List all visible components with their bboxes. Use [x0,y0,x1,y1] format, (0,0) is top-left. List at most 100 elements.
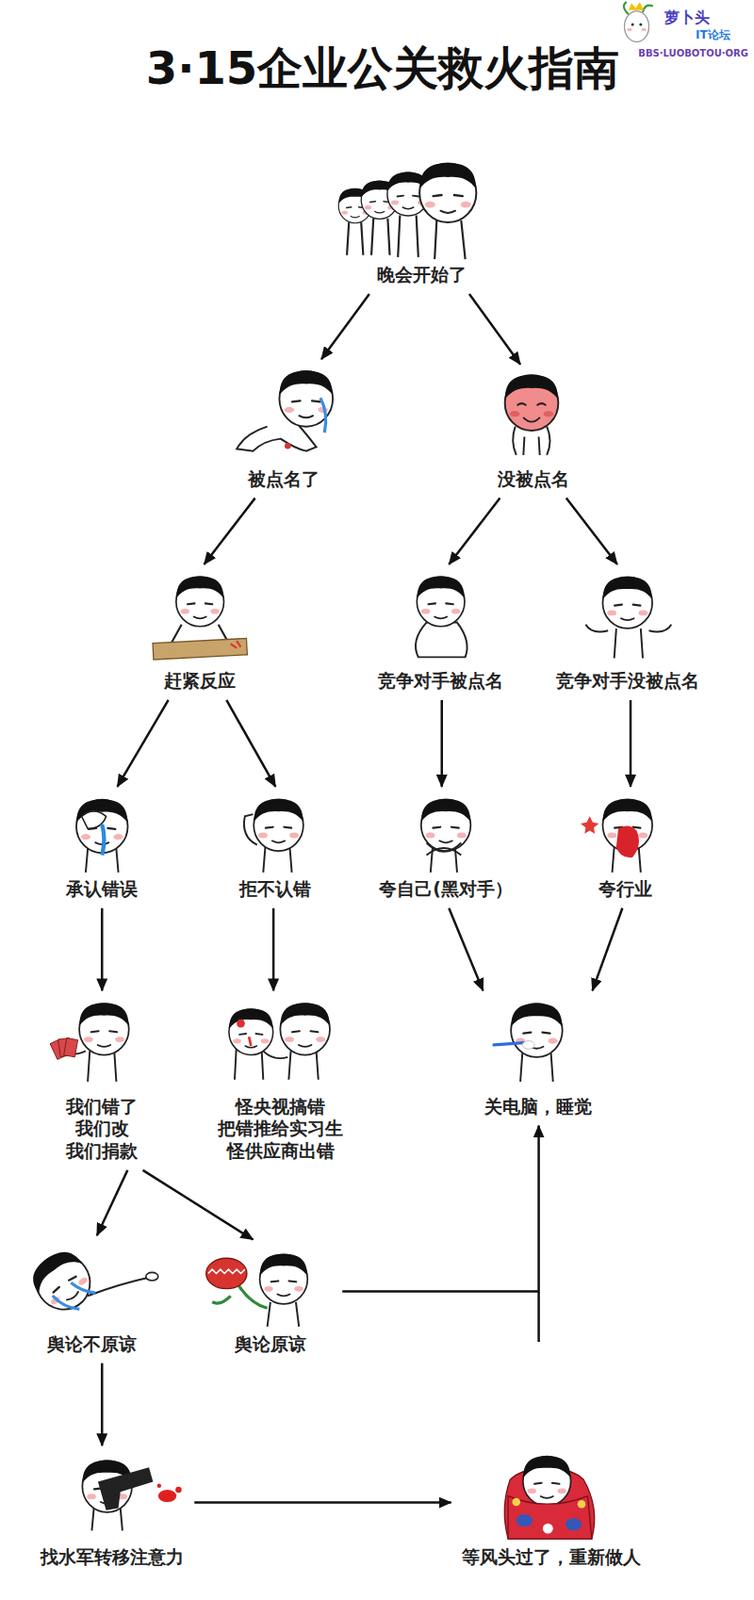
meme-face [24,1244,100,1321]
flow-arrow [440,700,443,787]
meme-node: 竞争对手没被点名 [551,567,705,696]
flexing-figure [244,799,304,873]
red-star [580,816,599,834]
wooden-board [152,638,247,660]
meme-face [260,1254,309,1305]
watermark-text: BBS·LUOBOTOU·ORG [638,48,749,60]
chart-title: 3·15企业公关救火指南 [146,41,620,97]
mascot-eye [639,22,642,26]
meme-node: 承认错误 [61,789,144,904]
flow-arrow [272,908,276,992]
meme-face [279,1003,330,1056]
smug-figure [505,375,559,456]
plant-teeth [208,1269,246,1274]
meme-face [229,1009,274,1056]
meme-node: 赶紧反应 [148,567,251,696]
watermark-text: 萝卜头 [664,9,710,27]
watermark-text: IT论坛 [695,29,731,43]
mascot-eye [631,22,635,26]
figure-arm [87,1278,149,1296]
plant-stem [212,1285,267,1309]
tears [101,824,104,855]
blanket-flower [577,1500,587,1509]
meme-face [523,1456,572,1507]
meme-node: 找水军转移注意力 [35,1448,189,1573]
mascot-body [624,11,650,42]
mascot-cheek [640,28,646,32]
node-caption: 找水军转移注意力 [40,1546,184,1570]
meme-face [416,576,465,627]
flow-arrow [448,498,500,565]
piranha-plant [206,1258,247,1289]
red-mark [230,640,242,649]
toothbrush [493,1043,525,1046]
blanket-flower [511,1498,521,1508]
node-caption: 舆论不原谅 [47,1333,137,1357]
flow-arrow [226,700,276,787]
forum-mascot [623,1,654,42]
red-blob [616,826,640,858]
tears [320,397,327,433]
meme-node: 怪央视搞错 把错推给实习生 怪供应商出错 [213,993,348,1166]
blanket-pattern [565,1518,582,1531]
figure-hand [146,1272,159,1281]
connector-group [97,294,631,1503]
meme-node: 拒不认错 [234,789,317,904]
node-caption: 竞争对手被点名 [377,670,504,693]
gun [98,1467,153,1510]
red-splash [158,1490,177,1503]
node-caption: 等风头过了，重新做人 [461,1546,641,1570]
flow-arrow [469,294,521,365]
lying-figure [24,1244,158,1325]
node-caption: 我们错了 我们改 我们捐款 [65,1096,138,1164]
flow-arrow [592,908,623,992]
node-caption: 承认错误 [65,878,138,902]
meme-node: 夸行业 [584,789,667,904]
flow-arrow [448,908,483,992]
figure-body [585,624,672,659]
meme-face [253,799,304,852]
tears [52,1275,99,1318]
flow-arrow [629,700,633,787]
tilted-head [24,1244,103,1325]
node-caption: 夸行业 [598,878,653,902]
node-caption: 没被点名 [497,468,570,492]
node-caption: 夸自己(黑对手） [378,878,513,902]
figure-body [415,622,468,658]
meme-face [421,799,472,852]
node-caption: 怪央视搞错 把错推给实习生 怪供应商出错 [217,1096,344,1164]
blanket-pattern [516,1514,533,1527]
bragging-figure [580,799,653,873]
scheming-figure [421,799,472,873]
meme-node: 夸自己(黑对手） [374,789,518,904]
meme-face [505,375,559,431]
node-caption: 拒不认错 [239,878,312,902]
crying-figure [76,799,129,873]
crawling-figure [236,370,333,451]
sitting-figure [415,576,468,658]
foam [522,1041,535,1050]
red-splash [175,1487,181,1493]
crowd-figures [338,163,476,260]
meme-face [419,163,476,223]
node-caption: 舆论原谅 [234,1333,307,1357]
meme-node: 晚会开始了 [334,152,509,290]
meme-node: 被点名了 [227,361,340,493]
flow-arrow [100,1363,104,1447]
meme-face [79,1003,130,1056]
figure-legs [267,1302,300,1328]
meme-node: 舆论不原谅 [25,1238,159,1359]
red-mark [284,442,291,449]
floral-blanket [508,1496,592,1540]
flow-arrow [204,498,256,565]
meme-face [176,576,225,627]
meme-node: 舆论原谅 [204,1243,338,1360]
red-mark [236,1019,246,1029]
node-caption: 竞争对手没被点名 [556,670,700,693]
red-card [64,1038,79,1058]
gun-figure [81,1460,181,1532]
